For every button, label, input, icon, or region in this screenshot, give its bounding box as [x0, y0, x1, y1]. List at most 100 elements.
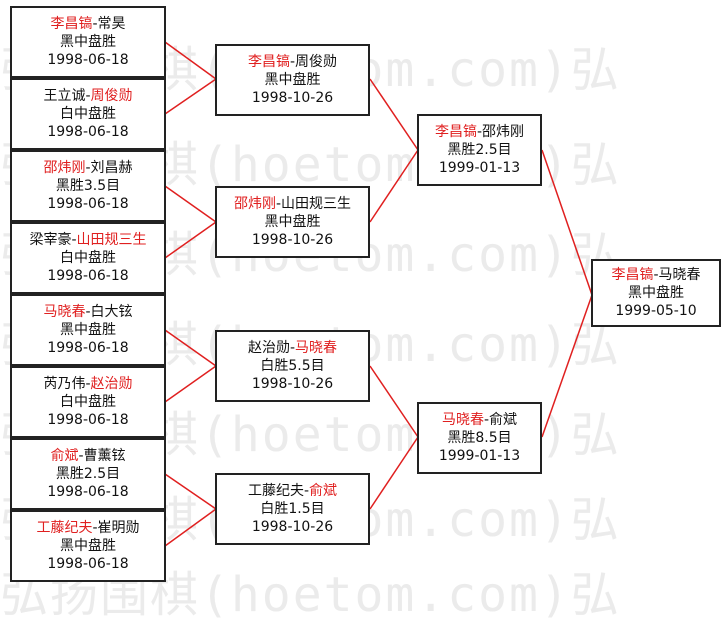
- match-players: 邵炜刚-山田规三生: [234, 195, 351, 213]
- match-date: 1998-06-18: [47, 196, 129, 212]
- separator: -: [92, 16, 98, 32]
- match-players: 马晓春-俞斌: [442, 411, 517, 429]
- match-result: 黑胜2.5目: [447, 142, 512, 158]
- player-black: 工藤纪夫: [247, 483, 304, 499]
- player-white: 邵炜刚: [482, 124, 525, 140]
- player-black: 马晓春: [43, 304, 86, 320]
- match-result: 黑中盘胜: [60, 538, 116, 554]
- match-players: 赵治勋-马晓春: [248, 339, 337, 357]
- bracket-line: [164, 329, 217, 367]
- match-players: 王立诚-周俊勋: [43, 87, 132, 105]
- match-date: 1998-10-26: [251, 519, 334, 535]
- separator: -: [289, 54, 296, 70]
- bracket-line: [369, 149, 419, 223]
- bracket-line: [164, 185, 217, 223]
- separator: -: [303, 483, 310, 499]
- bracket-line: [541, 149, 593, 296]
- player-black: 李昌镐: [434, 124, 477, 140]
- player-black: 李昌镐: [247, 54, 290, 70]
- player-white: 白大铉: [90, 304, 133, 320]
- match-result: 黑中盘胜: [264, 214, 321, 230]
- separator: -: [483, 412, 490, 428]
- player-white: 山田规三生: [281, 196, 352, 212]
- match-result: 白胜5.5目: [260, 358, 325, 374]
- separator: -: [289, 340, 296, 356]
- match-date: 1998-10-26: [251, 376, 334, 392]
- match-date: 1998-06-18: [47, 268, 129, 284]
- match-result: 黑胜2.5目: [55, 466, 121, 482]
- bracket-line: [369, 365, 419, 438]
- match-date: 1998-06-18: [47, 52, 129, 68]
- separator: -: [85, 304, 91, 320]
- match-result: 黑中盘胜: [60, 34, 116, 50]
- match-date: 1998-06-18: [47, 340, 129, 356]
- match-players: 李昌镐-邵炜刚: [435, 123, 524, 141]
- match-players: 邵炜刚-刘昌赫: [43, 159, 132, 177]
- player-black: 王立诚: [43, 88, 86, 104]
- match-result: 白胜1.5目: [260, 501, 325, 517]
- player-white: 赵治勋: [90, 376, 133, 392]
- player-black: 俞斌: [50, 448, 79, 464]
- bracket-line: [369, 436, 419, 510]
- separator: -: [275, 196, 282, 212]
- bracket-line: [164, 365, 217, 403]
- match-date: 1998-06-18: [47, 556, 129, 572]
- bracket-line: [164, 78, 217, 115]
- match-players: 李昌镐-马晓春: [611, 266, 700, 284]
- separator: -: [653, 267, 659, 283]
- player-black: 工藤纪夫: [36, 520, 93, 536]
- separator: -: [71, 232, 77, 248]
- match-box: 赵治勋-马晓春白胜5.5目 1998-10-26: [215, 330, 370, 402]
- separator: -: [85, 88, 91, 104]
- player-black: 马晓春: [441, 412, 484, 428]
- player-white: 周俊勋: [295, 54, 338, 70]
- bracket-line: [164, 221, 217, 259]
- player-white: 俞斌: [489, 412, 518, 428]
- player-white: 山田规三生: [76, 232, 147, 248]
- player-white: 马晓春: [658, 267, 701, 283]
- player-white: 曹薰铉: [83, 448, 126, 464]
- match-players: 工藤纪夫-俞斌: [248, 482, 337, 500]
- player-black: 邵炜刚: [43, 160, 86, 176]
- match-date: 1999-05-10: [615, 303, 697, 319]
- player-black: 李昌镐: [50, 16, 93, 32]
- bracket-line: [164, 41, 217, 80]
- separator: -: [476, 124, 483, 140]
- bracket-line: [369, 78, 419, 151]
- player-black: 邵炜刚: [233, 196, 276, 212]
- match-result: 白中盘胜: [60, 250, 116, 266]
- match-result: 白中盘胜: [60, 106, 116, 122]
- match-result: 黑胜8.5目: [447, 430, 512, 446]
- match-date: 1999-01-13: [438, 160, 521, 176]
- match-result: 黑中盘胜: [60, 322, 116, 338]
- match-players: 俞斌-曹薰铉: [50, 447, 125, 465]
- match-date: 1998-10-26: [251, 90, 334, 106]
- match-date: 1998-06-18: [47, 124, 129, 140]
- player-white: 刘昌赫: [90, 160, 133, 176]
- player-black: 芮乃伟: [43, 376, 86, 392]
- match-date: 1998-10-26: [251, 232, 334, 248]
- match-result: 黑中盘胜: [264, 72, 321, 88]
- player-black: 梁宰豪: [29, 232, 72, 248]
- match-date: 1999-01-13: [438, 448, 521, 464]
- separator: -: [85, 376, 91, 392]
- bracket-line: [164, 473, 217, 510]
- match-box: 王立诚-周俊勋白中盘胜 1998-06-18: [10, 78, 166, 150]
- match-date: 1998-06-18: [47, 484, 129, 500]
- match-box: 李昌镐-常昊黑中盘胜 1998-06-18: [10, 6, 166, 78]
- match-box: 梁宰豪-山田规三生白中盘胜 1998-06-18: [10, 222, 166, 294]
- bracket-line: [164, 508, 217, 547]
- player-white: 崔明勋: [97, 520, 140, 536]
- match-players: 李昌镐-周俊勋: [248, 53, 337, 71]
- player-white: 俞斌: [309, 483, 338, 499]
- match-players: 李昌镐-常昊: [50, 15, 125, 33]
- match-players: 马晓春-白大铉: [43, 303, 132, 321]
